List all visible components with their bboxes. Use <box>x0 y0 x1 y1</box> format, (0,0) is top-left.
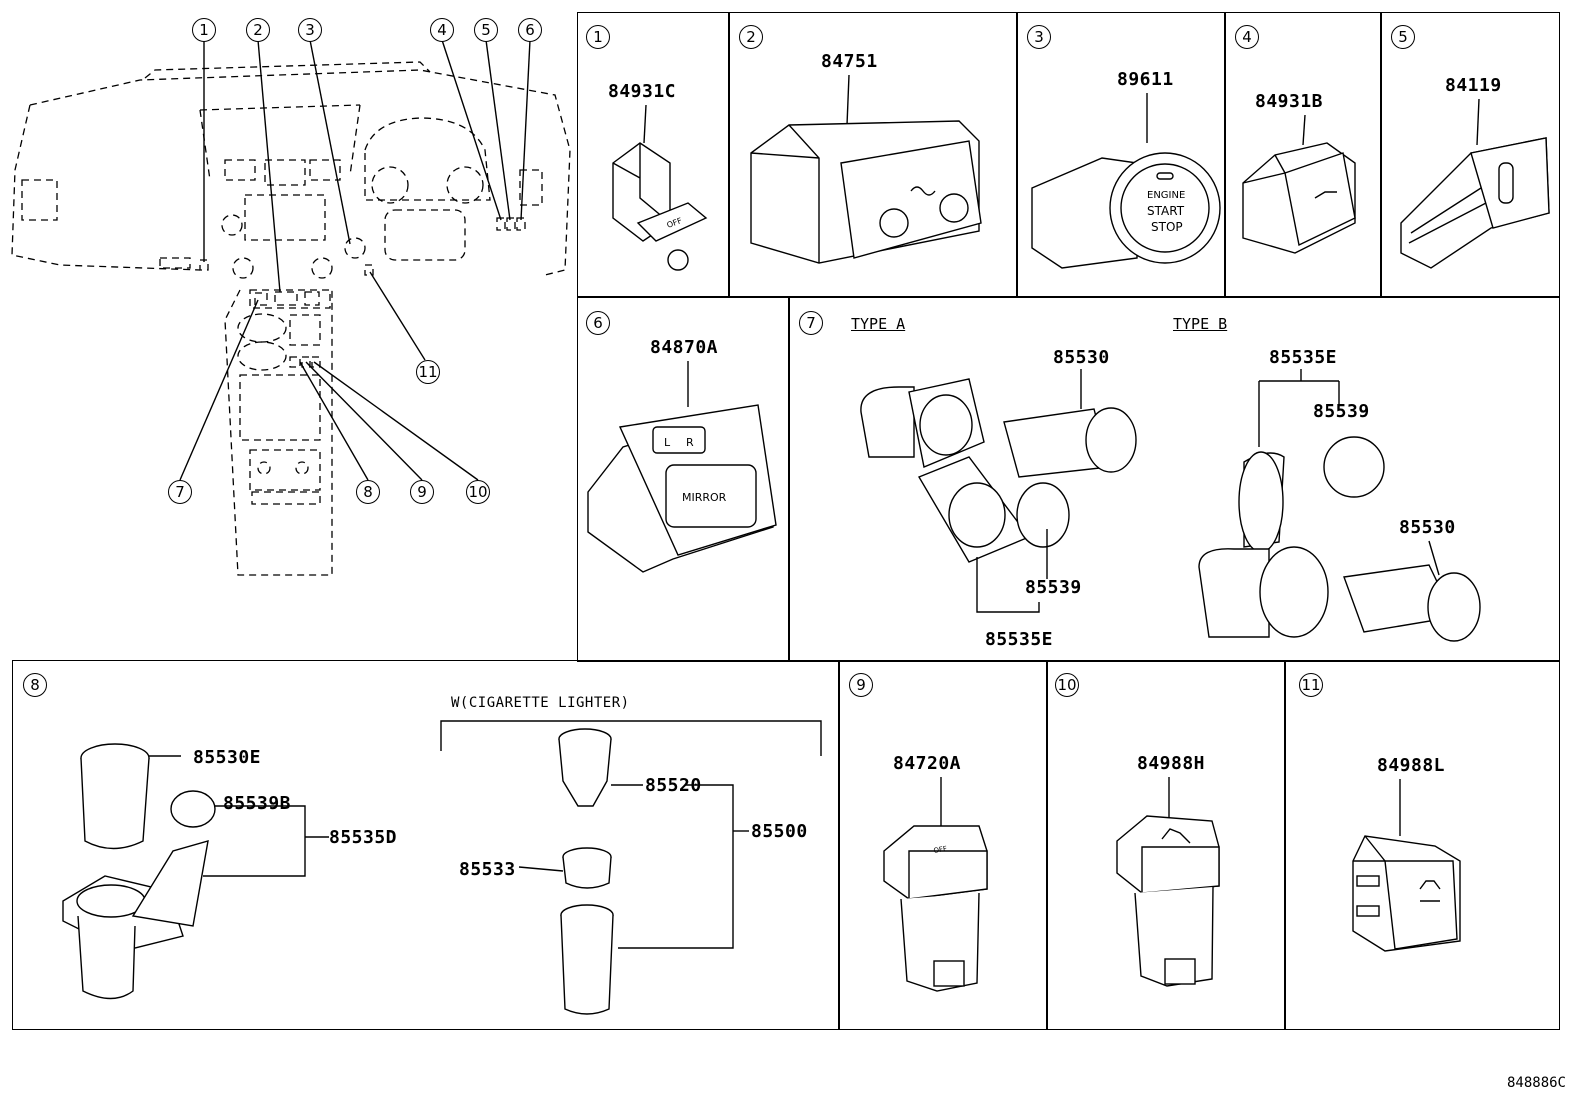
panel-1-number: 1 <box>586 25 610 49</box>
switch-illustration: OFF <box>883 777 988 992</box>
part-number-85539-b: 85539 <box>1313 401 1370 422</box>
callout-6: 6 <box>518 18 542 42</box>
type-b-label: TYPE B <box>1173 315 1228 333</box>
panel-3-number: 3 <box>1027 25 1051 49</box>
callout-1: 1 <box>192 18 216 42</box>
dashboard-overview: 1 2 3 4 5 6 7 8 9 10 11 <box>0 0 580 600</box>
part-number-84931C: 84931C <box>608 81 677 102</box>
panel-2-number: 2 <box>739 25 763 49</box>
svg-text:OFF: OFF <box>933 845 948 855</box>
switch-illustration <box>1116 777 1220 987</box>
part-number-85535D: 85535D <box>329 827 398 848</box>
engine-start-button-illustration: ENGINE START STOP <box>1031 93 1221 269</box>
part-number-84870A: 84870A <box>650 337 719 358</box>
part-number-84988H: 84988H <box>1137 753 1206 774</box>
svg-text:R: R <box>686 436 694 449</box>
panel-4-number: 4 <box>1235 25 1259 49</box>
panel-5-number: 5 <box>1391 25 1415 49</box>
dimmer-switch-illustration <box>1400 98 1550 269</box>
part-number-84720A: 84720A <box>893 753 962 774</box>
lighter-socket-illustration <box>62 720 822 1015</box>
power-outlet-illustration <box>860 369 1481 642</box>
part-number-85539-a: 85539 <box>1025 577 1082 598</box>
dashboard-outline <box>11 39 571 576</box>
panel-7-number: 7 <box>799 311 823 335</box>
callout-9: 9 <box>410 480 434 504</box>
svg-text:L: L <box>664 436 671 449</box>
callout-2: 2 <box>246 18 270 42</box>
part-number-85539B: 85539B <box>223 793 292 814</box>
panel-11: 11 84988L <box>1284 660 1560 1030</box>
mirror-label: MIRROR <box>682 491 727 504</box>
panel-9: 9 84720A OFF <box>838 660 1048 1030</box>
callout-3: 3 <box>298 18 322 42</box>
part-number-85533: 85533 <box>459 859 516 880</box>
part-number-89611: 89611 <box>1117 69 1174 90</box>
panel-10-number: 10 <box>1055 673 1079 697</box>
part-number-84751: 84751 <box>821 51 878 72</box>
panel-1: 1 84931C OFF <box>577 12 730 298</box>
switch-illustration <box>1352 779 1461 952</box>
part-number-85520: 85520 <box>645 775 702 796</box>
panel-6: 6 84870A L R MIRROR <box>577 296 790 662</box>
switch-illustration: OFF <box>612 104 708 271</box>
diagram-code: 848886C <box>1506 1075 1566 1091</box>
panel-6-number: 6 <box>586 311 610 335</box>
panel-7: 7 TYPE A TYPE B 85530 85539 85535E 85535… <box>788 296 1560 662</box>
stop-label: STOP <box>1151 220 1183 234</box>
seat-heater-switch-illustration <box>750 74 982 264</box>
engine-label: ENGINE <box>1147 190 1185 201</box>
part-number-85530-a: 85530 <box>1053 347 1110 368</box>
part-number-85535E-b: 85535E <box>1269 347 1338 368</box>
part-number-85530E: 85530E <box>193 747 262 768</box>
type-a-label: TYPE A <box>851 315 906 333</box>
part-number-85535E-a: 85535E <box>985 629 1054 650</box>
mirror-switch-illustration: L R MIRROR <box>587 361 777 573</box>
panel-9-number: 9 <box>849 673 873 697</box>
panel-5: 5 84119 <box>1380 12 1560 298</box>
callout-5: 5 <box>474 18 498 42</box>
start-label: START <box>1147 204 1185 218</box>
panel-8: 8 85530E 85539B 85535D W(CIGARETTE LIGHT… <box>12 660 840 1030</box>
part-number-84988L: 84988L <box>1377 755 1446 776</box>
part-number-84119: 84119 <box>1445 75 1502 96</box>
panel-11-number: 11 <box>1299 673 1323 697</box>
callout-4: 4 <box>430 18 454 42</box>
panel-8-number: 8 <box>23 673 47 697</box>
panel-2: 2 84751 <box>728 12 1018 298</box>
callout-11: 11 <box>416 360 440 384</box>
cigarette-lighter-heading: W(CIGARETTE LIGHTER) <box>451 695 630 711</box>
panel-4: 4 84931B <box>1224 12 1382 298</box>
part-number-85530-b: 85530 <box>1399 517 1456 538</box>
callout-7: 7 <box>168 480 192 504</box>
part-number-84931B: 84931B <box>1255 91 1324 112</box>
panel-10: 10 84988H <box>1046 660 1286 1030</box>
callout-10: 10 <box>466 480 490 504</box>
part-number-85500: 85500 <box>751 821 808 842</box>
callout-8: 8 <box>356 480 380 504</box>
panel-3: 3 89611 ENGINE START STOP <box>1016 12 1226 298</box>
switch-illustration <box>1242 114 1356 254</box>
